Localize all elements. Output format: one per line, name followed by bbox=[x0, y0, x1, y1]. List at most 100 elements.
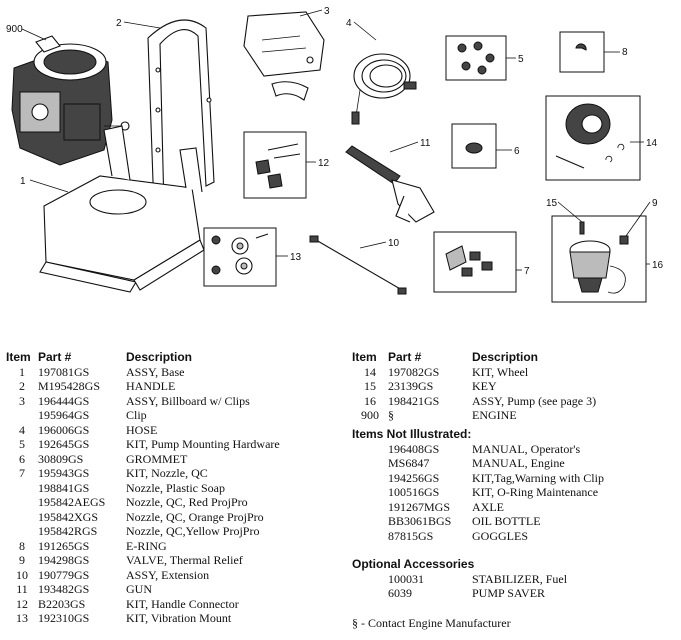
part-number: 100031 bbox=[388, 571, 424, 586]
column-header-item: Item bbox=[6, 350, 31, 364]
item-number: 12 bbox=[16, 596, 28, 611]
grommet-illustration bbox=[451, 123, 497, 169]
callout-12: 12 bbox=[318, 158, 330, 169]
base-illustration bbox=[39, 125, 205, 293]
item-number: 8 bbox=[19, 538, 25, 553]
part-description: HANDLE bbox=[126, 379, 176, 393]
part-description: GROMMET bbox=[126, 451, 188, 466]
part-number: BB3061BGS bbox=[388, 514, 452, 528]
part-description: ENGINE bbox=[472, 408, 517, 422]
part-description: KIT, Handle Connector bbox=[126, 596, 239, 611]
part-description: KIT, O-Ring Maintenance bbox=[472, 485, 599, 499]
callout-6: 6 bbox=[514, 146, 520, 157]
part-description: E-RING bbox=[126, 538, 167, 553]
table-header-row: Item Part # Description bbox=[6, 350, 280, 365]
callout-16: 16 bbox=[652, 260, 664, 271]
part-description: VALVE, Thermal Relief bbox=[126, 553, 243, 567]
column-header-item: Item bbox=[352, 350, 377, 364]
part-number: MS6847 bbox=[388, 456, 430, 470]
part-number: 196006GS bbox=[38, 422, 90, 437]
part-number: 195842XGS bbox=[38, 509, 99, 524]
callout-2: 2 bbox=[116, 18, 122, 29]
part-description: KIT, Pump Mounting Hardware bbox=[126, 437, 280, 451]
table-row: 195842RGS Nozzle, QC,Yellow ProjPro bbox=[6, 524, 280, 539]
part-description: MANUAL, Operator's bbox=[472, 441, 581, 456]
part-number: 195943GS bbox=[38, 466, 90, 480]
part-description: OIL BOTTLE bbox=[472, 514, 541, 528]
part-description: Nozzle, QC,Yellow ProjPro bbox=[126, 524, 260, 538]
part-description: KIT, Vibration Mount bbox=[126, 611, 232, 625]
callout-15: 15 bbox=[546, 198, 558, 209]
part-description: STABILIZER, Fuel bbox=[472, 571, 568, 586]
item-number bbox=[6, 510, 38, 525]
nozzle-kit-illustration bbox=[433, 231, 517, 293]
part-number: 23139GS bbox=[388, 379, 434, 393]
column-header-description: Description bbox=[126, 350, 193, 364]
part-number: § bbox=[388, 408, 394, 422]
part-description: MANUAL, Engine bbox=[472, 456, 565, 470]
item-number: 1 bbox=[19, 364, 25, 379]
column-header-part: Part # bbox=[38, 350, 72, 364]
item-number: 6 bbox=[19, 451, 25, 466]
callout-8: 8 bbox=[622, 47, 628, 58]
part-description: ASSY, Billboard w/ Clips bbox=[126, 393, 250, 408]
callout-13: 13 bbox=[290, 252, 302, 263]
part-description: Nozzle, QC, Orange ProjPro bbox=[126, 509, 264, 524]
part-number: B2203GS bbox=[38, 596, 86, 611]
part-number: 193482GS bbox=[38, 582, 90, 596]
item-number: 15 bbox=[364, 379, 376, 393]
callout-5: 5 bbox=[518, 54, 524, 65]
part-description: KIT, Wheel bbox=[472, 364, 529, 379]
part-description: Nozzle, Plastic Soap bbox=[126, 480, 225, 495]
pump-mounting-hardware-illustration bbox=[445, 35, 507, 81]
item-number: 5 bbox=[19, 437, 25, 451]
table-row: 7 195943GS KIT, Nozzle, QC bbox=[6, 466, 280, 481]
engine-manufacturer-footnote: § - Contact Engine Manufacturer bbox=[352, 616, 511, 630]
part-number: 191265GS bbox=[38, 538, 90, 553]
item-number: 16 bbox=[364, 393, 376, 408]
item-number bbox=[6, 524, 38, 539]
callout-1: 1 bbox=[20, 176, 26, 187]
list-item: 100031 STABILIZER, Fuel bbox=[352, 572, 567, 587]
pump-assembly-illustration bbox=[551, 215, 647, 303]
part-description: Nozzle, QC, Red ProjPro bbox=[126, 495, 248, 509]
part-description: Clip bbox=[126, 408, 147, 422]
part-description: KIT, Nozzle, QC bbox=[126, 466, 208, 480]
list-item: MS6847 MANUAL, Engine bbox=[352, 456, 604, 471]
optional-accessories-title: Optional Accessories bbox=[352, 557, 475, 571]
part-description: PUMP SAVER bbox=[472, 586, 546, 600]
part-number: M195428GS bbox=[38, 379, 101, 393]
callout-7: 7 bbox=[524, 266, 530, 277]
part-number: 195842RGS bbox=[38, 524, 98, 538]
item-number: 9 bbox=[19, 553, 25, 567]
part-description: AXLE bbox=[472, 499, 504, 514]
item-number: 900 bbox=[361, 408, 379, 422]
item-number: 7 bbox=[19, 466, 25, 480]
table-row: 900 § ENGINE bbox=[352, 408, 596, 423]
item-number: 4 bbox=[19, 422, 25, 437]
wheel-kit-illustration bbox=[545, 95, 641, 181]
hose-illustration bbox=[351, 53, 417, 125]
gun-illustration bbox=[345, 145, 435, 223]
callout-9: 9 bbox=[652, 198, 658, 209]
